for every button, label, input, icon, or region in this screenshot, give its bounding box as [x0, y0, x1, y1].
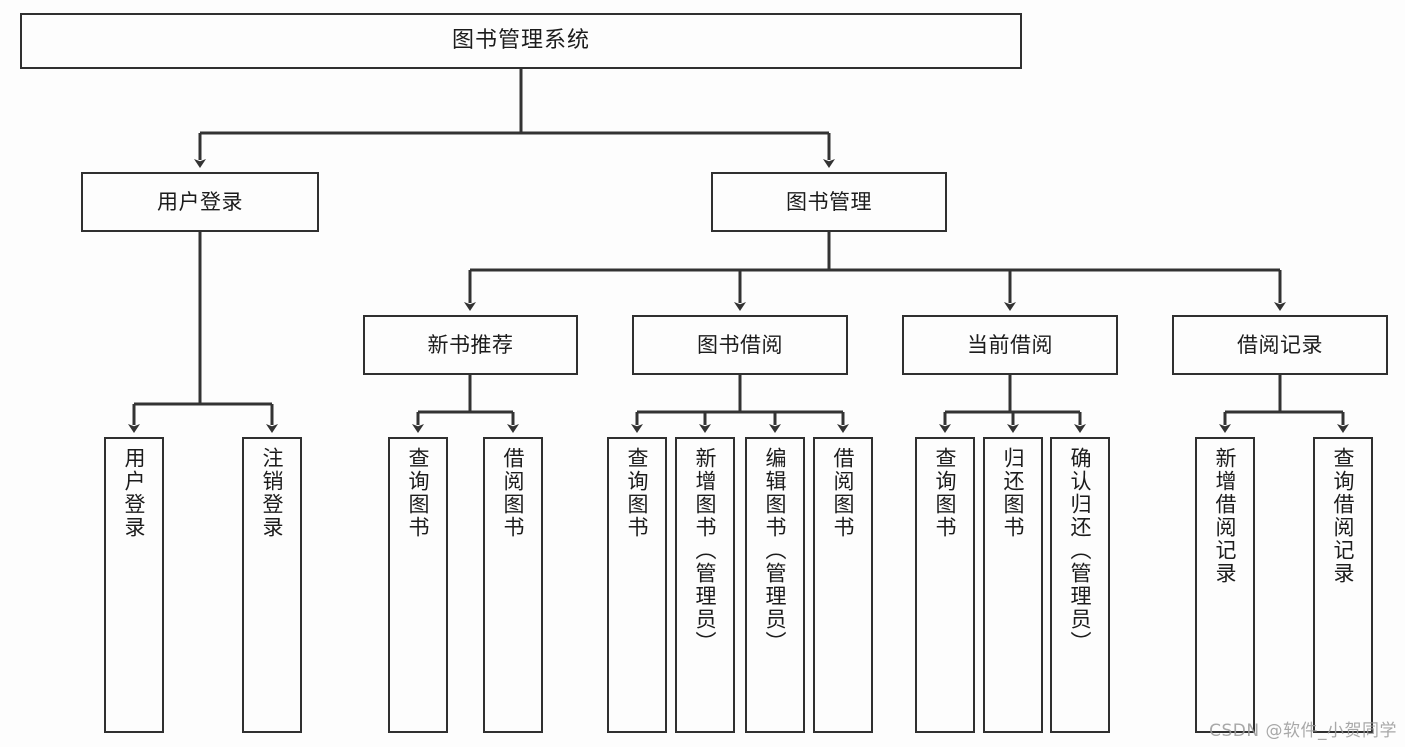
node-root[interactable]: 图书管理系统 — [20, 13, 1022, 69]
leaf-node-label: 查询借阅记录 — [1331, 447, 1356, 585]
leaf-node[interactable]: 用户登录 — [104, 437, 164, 733]
leaf-node-label: 借阅图书 — [831, 447, 856, 539]
leaf-node-label: 查询图书 — [625, 447, 650, 539]
leaf-node[interactable]: 查询图书 — [915, 437, 975, 733]
leaf-node-label: 借阅图书 — [501, 447, 526, 539]
leaf-node[interactable]: 借阅图书 — [813, 437, 873, 733]
node-user-login-label: 用户登录 — [157, 189, 243, 214]
leaf-node-label: 查询图书 — [406, 447, 431, 539]
leaf-node[interactable]: 归还图书 — [983, 437, 1043, 733]
leaf-node-label: 归还图书 — [1001, 447, 1026, 539]
node-new-book-recommend[interactable]: 新书推荐 — [363, 315, 578, 375]
leaf-node-label: 编辑图书（管理员） — [763, 447, 788, 654]
node-borrow-records[interactable]: 借阅记录 — [1172, 315, 1388, 375]
leaf-node[interactable]: 注销登录 — [242, 437, 302, 733]
leaf-node[interactable]: 查询借阅记录 — [1313, 437, 1373, 733]
leaf-node[interactable]: 借阅图书 — [483, 437, 543, 733]
node-current-borrow[interactable]: 当前借阅 — [902, 315, 1118, 375]
node-book-management[interactable]: 图书管理 — [711, 172, 947, 232]
leaf-node[interactable]: 新增图书（管理员） — [675, 437, 735, 733]
csdn-watermark: CSDN @软件_小贺同学 — [1209, 721, 1397, 741]
leaf-node-label: 新增借阅记录 — [1213, 447, 1238, 585]
node-root-label: 图书管理系统 — [451, 28, 590, 54]
node-book-management-label: 图书管理 — [786, 189, 872, 214]
leaf-node[interactable]: 查询图书 — [388, 437, 448, 733]
leaf-node-label: 注销登录 — [260, 447, 285, 539]
leaf-node[interactable]: 查询图书 — [607, 437, 667, 733]
node-book-borrow-label: 图书借阅 — [697, 332, 783, 357]
leaf-node[interactable]: 编辑图书（管理员） — [745, 437, 805, 733]
node-book-borrow[interactable]: 图书借阅 — [632, 315, 848, 375]
leaf-node-label: 查询图书 — [933, 447, 958, 539]
node-user-login[interactable]: 用户登录 — [81, 172, 319, 232]
node-borrow-records-label: 借阅记录 — [1237, 332, 1323, 357]
leaf-node[interactable]: 确认归还（管理员） — [1050, 437, 1110, 733]
leaf-node-label: 用户登录 — [122, 447, 147, 539]
leaf-node-label: 新增图书（管理员） — [693, 447, 718, 654]
node-current-borrow-label: 当前借阅 — [967, 332, 1053, 357]
leaf-node-label: 确认归还（管理员） — [1068, 447, 1093, 654]
leaf-node[interactable]: 新增借阅记录 — [1195, 437, 1255, 733]
node-new-book-recommend-label: 新书推荐 — [427, 332, 514, 357]
